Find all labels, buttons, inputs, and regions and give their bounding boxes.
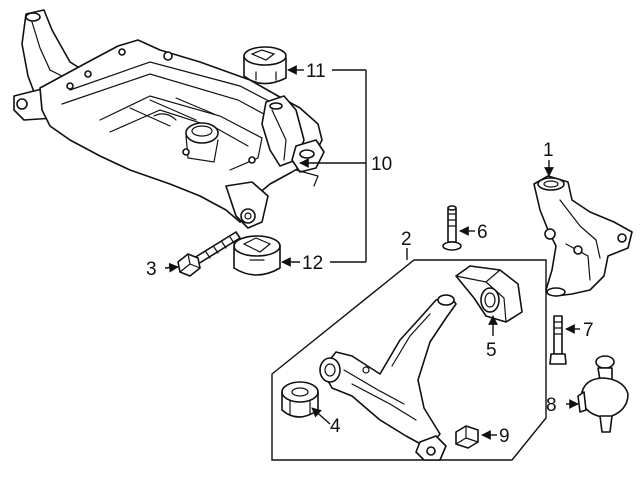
callout-11: 11 [306,61,326,82]
lower-control-arm [319,294,457,461]
ball-joint [577,355,629,433]
subframe-crossmember [13,9,325,229]
callout-2: 2 [401,229,412,250]
callout-9: 9 [499,426,510,447]
callout-4: 4 [330,416,341,437]
control-arm-bolt-upper [442,205,462,251]
ball-joint-nut [455,425,479,449]
callout-8: 8 [546,395,557,416]
control-arm-front-bushing [281,381,319,418]
callout-6: 6 [477,222,488,243]
callout-3: 3 [146,259,157,280]
leader-lines [164,65,580,440]
callout-numbers: 1 2 3 4 5 6 7 8 9 10 11 12 [146,61,594,447]
callout-1: 1 [543,140,554,161]
ball-joint-bolt [549,315,567,365]
callout-12: 12 [302,253,323,274]
control-arm-assembly-box [271,259,547,461]
callout-10: 10 [371,154,392,175]
callout-7: 7 [583,320,594,341]
callout-5: 5 [486,340,497,361]
steering-knuckle [533,175,633,297]
control-arm-rear-bushing [455,265,523,323]
upper-mount-bushing [243,46,287,85]
subframe-bolt [177,231,241,277]
lower-mount-bushing [233,235,281,276]
